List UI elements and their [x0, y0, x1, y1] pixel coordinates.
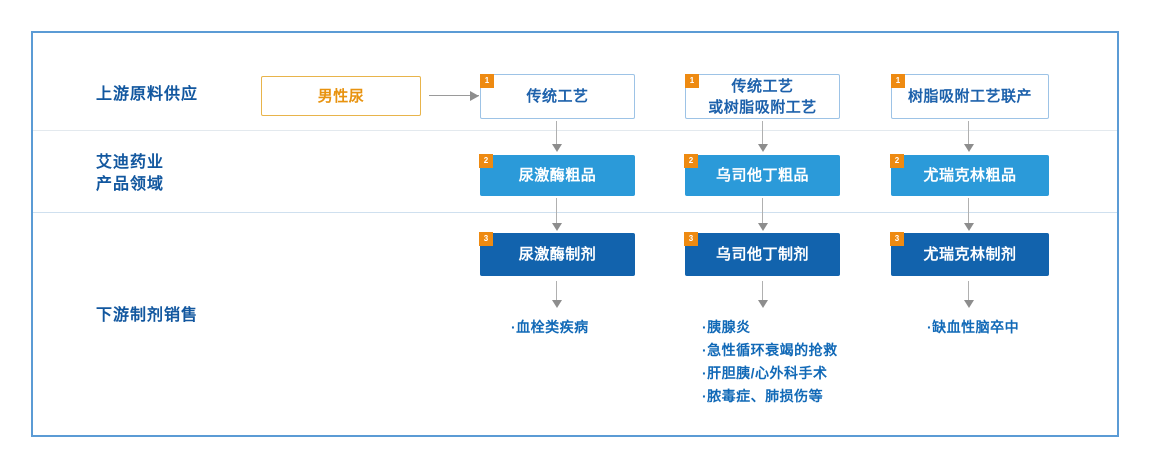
arrow-head	[552, 223, 562, 231]
arrow-stem	[556, 198, 557, 224]
arrow-stem	[968, 198, 969, 224]
node-stage2-col2-label: 乌司他丁粗品	[715, 167, 809, 184]
outcome-item: ·血栓类疾病	[511, 319, 589, 335]
row-label-downstream: 下游制剂销售	[96, 307, 199, 324]
node-stage1-col3-label: 树脂吸附工艺联产	[907, 88, 1032, 105]
node-stage2-col3-label: 尤瑞克林粗品	[923, 167, 1017, 184]
arrow-head	[552, 144, 562, 152]
node-stage1-col1-label: 传统工艺	[526, 88, 589, 105]
node-stage1-col2-label: 传统工艺 或树脂吸附工艺	[708, 77, 817, 116]
node-badge: 1	[480, 74, 494, 88]
arrow-stem	[968, 281, 969, 301]
arrow-stage2-to-stage3-col2	[757, 198, 769, 232]
node-badge: 3	[684, 232, 698, 246]
arrow-stage2-to-stage3-col1	[551, 198, 563, 232]
arrow-stem	[968, 121, 969, 145]
outcome-list-col3: ·缺血性脑卒中	[927, 316, 1019, 339]
node-stage3-col2-label: 乌司他丁制剂	[715, 246, 809, 263]
outcome-item: ·缺血性脑卒中	[927, 319, 1020, 335]
arrow-stem	[429, 95, 479, 96]
row-divider-2	[33, 212, 1117, 213]
arrow-head	[964, 144, 974, 152]
arrow-head	[470, 91, 479, 101]
node-badge: 3	[479, 232, 493, 246]
node-stage3-col2[interactable]: 3 乌司他丁制剂	[684, 232, 840, 276]
node-stage3-col3-label: 尤瑞克林制剂	[923, 246, 1017, 263]
node-badge: 3	[890, 232, 904, 246]
arrow-stage1-to-stage2-col2	[757, 121, 769, 153]
arrow-stage1-to-stage2-col3	[963, 121, 975, 153]
arrow-stem	[556, 281, 557, 301]
arrow-head	[758, 300, 768, 308]
outcome-list-col1: ·血栓类疾病	[511, 316, 589, 339]
node-stage2-col3[interactable]: 2 尤瑞克林粗品	[890, 154, 1049, 196]
node-stage2-col1-label: 尿激酶粗品	[518, 167, 597, 184]
arrow-stage2-to-stage3-col3	[963, 198, 975, 232]
node-source-male-urine[interactable]: 男性尿	[261, 76, 421, 116]
node-stage1-col3[interactable]: 1 树脂吸附工艺联产	[891, 74, 1049, 119]
outcome-item: ·急性循环衰竭的抢救	[702, 342, 838, 358]
arrow-head	[964, 300, 974, 308]
arrow-stage1-to-stage2-col1	[551, 121, 563, 153]
arrow-head	[552, 300, 562, 308]
node-badge: 2	[890, 154, 904, 168]
row-label-products: 艾迪药业 产品领域	[96, 154, 165, 193]
arrow-stage3-to-outcome-col3	[963, 281, 975, 309]
outcome-item: ·肝胆胰/心外科手术	[702, 365, 828, 381]
arrow-stage3-to-outcome-col1	[551, 281, 563, 309]
diagram-frame: 上游原料供应 艾迪药业 产品领域 下游制剂销售 男性尿 1 传统工艺 1 传统工…	[31, 31, 1119, 437]
node-badge: 2	[684, 154, 698, 168]
row-label-upstream: 上游原料供应	[96, 86, 199, 103]
node-stage3-col1[interactable]: 3 尿激酶制剂	[479, 232, 635, 276]
node-badge: 2	[479, 154, 493, 168]
arrow-stage3-to-outcome-col2	[757, 281, 769, 309]
arrow-source-to-stage1	[429, 91, 479, 101]
arrow-stem	[762, 281, 763, 301]
arrow-stem	[762, 121, 763, 145]
node-stage2-col1[interactable]: 2 尿激酶粗品	[479, 154, 635, 196]
node-source-label: 男性尿	[317, 87, 365, 105]
arrow-head	[758, 223, 768, 231]
node-stage1-col1[interactable]: 1 传统工艺	[480, 74, 635, 119]
node-stage1-col2[interactable]: 1 传统工艺 或树脂吸附工艺	[685, 74, 840, 119]
arrow-head	[758, 144, 768, 152]
node-stage3-col3[interactable]: 3 尤瑞克林制剂	[890, 232, 1049, 276]
outcome-item: ·胰腺炎	[702, 319, 751, 335]
arrow-head	[964, 223, 974, 231]
node-badge: 1	[891, 74, 905, 88]
node-badge: 1	[685, 74, 699, 88]
arrow-stem	[556, 121, 557, 145]
outcome-list-col2: ·胰腺炎 ·急性循环衰竭的抢救 ·肝胆胰/心外科手术 ·脓毒症、肺损伤等	[702, 316, 838, 408]
node-stage3-col1-label: 尿激酶制剂	[518, 246, 597, 263]
row-divider-1	[33, 130, 1117, 131]
node-stage2-col2[interactable]: 2 乌司他丁粗品	[684, 154, 840, 196]
arrow-stem	[762, 198, 763, 224]
outcome-item: ·脓毒症、肺损伤等	[702, 388, 824, 404]
